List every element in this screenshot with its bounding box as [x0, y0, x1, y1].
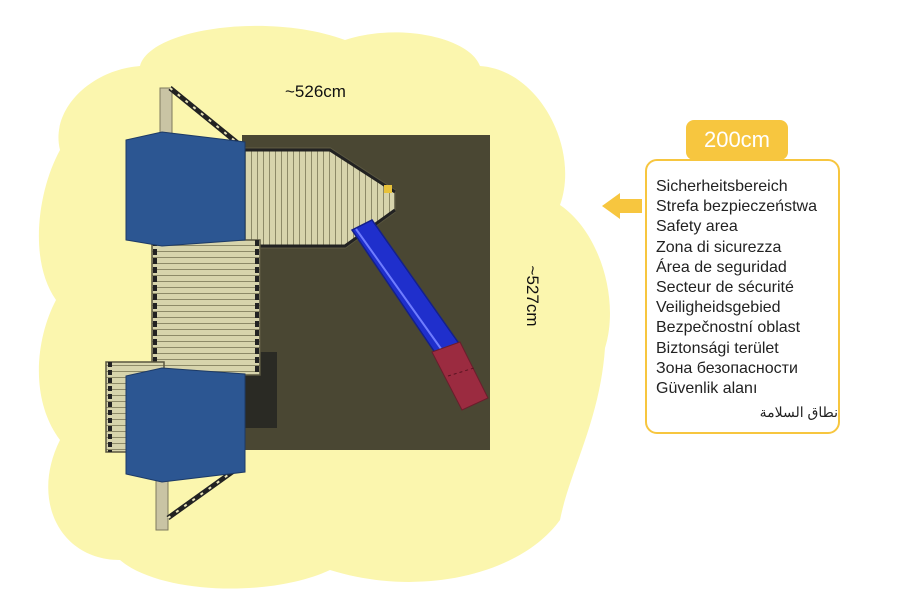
bridge-walkway [151, 239, 261, 376]
legend-item: Zona di sicurezza [656, 238, 782, 256]
width-dimension-label: ~526cm [285, 82, 346, 101]
slide [350, 219, 489, 411]
legend-item: Зона безопасности [656, 359, 798, 377]
legend-item: Veiligheidsgebied [656, 299, 781, 317]
safety-distance-badge: 200cm [686, 120, 788, 160]
legend-item: Safety area [656, 218, 738, 236]
depth-dimension-label: ~527cm [523, 265, 542, 327]
legend-item: Güvenlik alanı [656, 380, 758, 398]
top-rope-ladder [168, 86, 242, 147]
safety-area-legend: Sicherheitsbereich Strefa bezpieczeństwa… [645, 159, 840, 434]
legend-item: Biztonsági terület [656, 339, 779, 357]
legend-item: Bezpečnostní oblast [656, 319, 801, 337]
safety-area-arrow-icon [602, 193, 642, 219]
legend-item: Secteur de sécurité [656, 279, 794, 297]
legend-item: Strefa bezpieczeństwa [656, 198, 817, 216]
top-roof [125, 131, 246, 247]
slide-runout [431, 341, 489, 411]
legend-item: Sicherheitsbereich [656, 178, 788, 195]
legend-item: نطاق السلامة [759, 404, 838, 421]
bottom-roof [125, 367, 246, 483]
legend-item: Área de seguridad [656, 258, 787, 276]
